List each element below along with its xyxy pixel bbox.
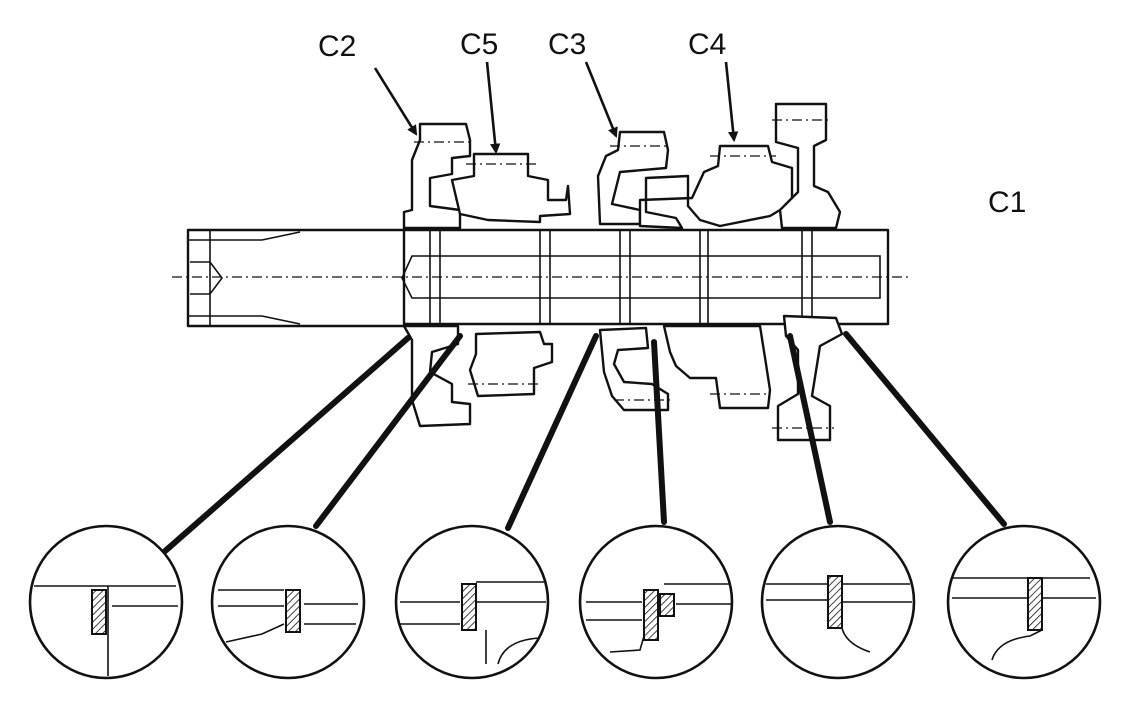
pointer-6 [843, 331, 1007, 527]
circlip-ring-5 [827, 575, 843, 629]
gear-c2-lower [402, 324, 472, 428]
gear-c5-upper [450, 152, 572, 224]
arrow-c3 [584, 61, 618, 138]
gear-c4-lower [662, 324, 772, 410]
gear-c1-upper [772, 102, 842, 230]
leader-arrows [373, 61, 739, 155]
pointer-2 [313, 333, 463, 529]
arrow-c2 [373, 67, 418, 136]
gear-c3-lower [598, 326, 672, 412]
pointer-5 [787, 333, 833, 525]
label-c2: C2 [318, 30, 356, 63]
gear-c4-upper [638, 144, 794, 230]
circlip-ring-2 [285, 589, 301, 633]
gear-c1-lower [772, 314, 844, 442]
arrow-c5 [485, 61, 501, 155]
pointer-1 [161, 335, 411, 555]
detail-circle-1 [28, 524, 184, 680]
pointer-3 [505, 333, 599, 531]
label-c3: C3 [548, 28, 586, 61]
detail-circle-3 [394, 524, 550, 680]
detail-circle-2 [210, 524, 366, 680]
label-c1: C1 [988, 186, 1026, 219]
circlip-ring-4a [643, 589, 659, 641]
circlip-ring-3 [461, 583, 477, 631]
label-c5: C5 [460, 28, 498, 61]
detail-circle-5 [760, 524, 916, 680]
detail-circle-6 [946, 524, 1102, 680]
circlip-ring-4b [659, 593, 675, 617]
detail-pointers [161, 331, 1007, 555]
callout-labels: C2 C5 C3 C4 C1 [318, 28, 1026, 219]
arrow-c4 [724, 61, 739, 143]
circlip-ring-1 [91, 589, 107, 635]
detail-circle-4 [578, 524, 734, 680]
gear-c2-upper [402, 122, 472, 230]
gear-c5-lower [468, 330, 554, 398]
label-c4: C4 [688, 28, 726, 61]
circlip-ring-6 [1027, 577, 1043, 631]
pointer-4 [651, 339, 667, 525]
main-shaft [172, 228, 912, 328]
